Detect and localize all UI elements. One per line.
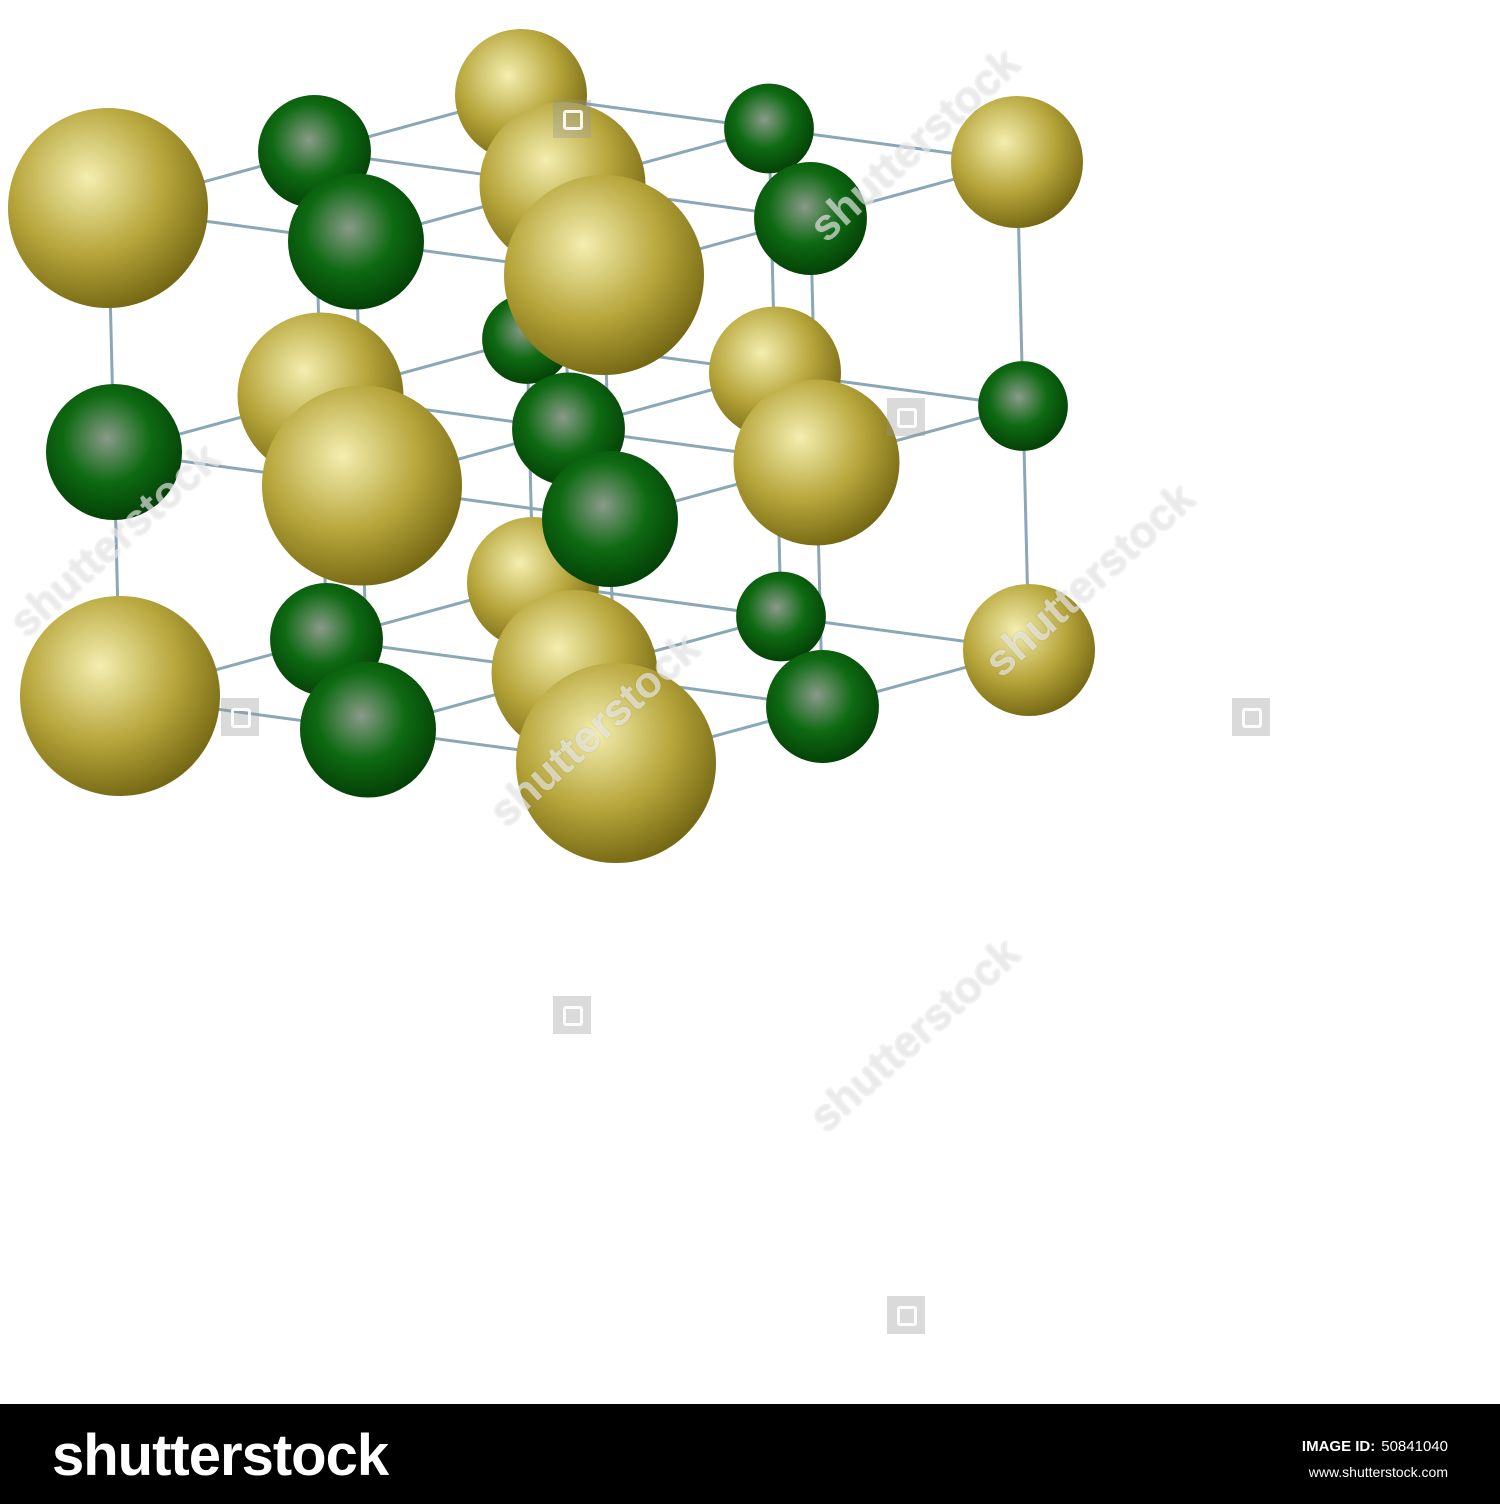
gold-ion-sphere	[8, 108, 208, 308]
lattice-atoms	[8, 29, 1095, 863]
shutterstock-logo: shutterstock	[52, 1423, 389, 1488]
image-id-label: IMAGE ID:	[1301, 1438, 1376, 1455]
green-ion-sphere	[46, 384, 182, 520]
green-ion-sphere	[300, 661, 436, 798]
gold-ion-sphere	[20, 596, 220, 796]
green-ion-sphere	[754, 162, 867, 275]
gold-ion-sphere	[963, 584, 1095, 716]
green-ion-sphere	[724, 83, 814, 174]
footer-bar: shutterstock IMAGE ID: 50841040 www.shutt…	[0, 1404, 1500, 1504]
crystal-lattice-diagram	[8, 29, 1095, 863]
gold-ion-sphere	[516, 663, 716, 863]
green-ion-sphere	[766, 650, 879, 763]
green-ion-sphere	[978, 361, 1068, 451]
green-ion-sphere	[736, 571, 826, 662]
site-url: www.shutterstock.com	[1308, 1464, 1448, 1480]
gold-ion-sphere	[504, 175, 704, 375]
gold-ion-sphere	[262, 385, 462, 586]
green-ion-sphere	[542, 451, 678, 587]
image-id: IMAGE ID: 50841040	[1302, 1438, 1448, 1455]
green-ion-sphere	[288, 173, 424, 310]
gold-ion-sphere	[733, 379, 900, 546]
image-id-value: 50841040	[1381, 1438, 1448, 1455]
gold-ion-sphere	[951, 96, 1083, 228]
